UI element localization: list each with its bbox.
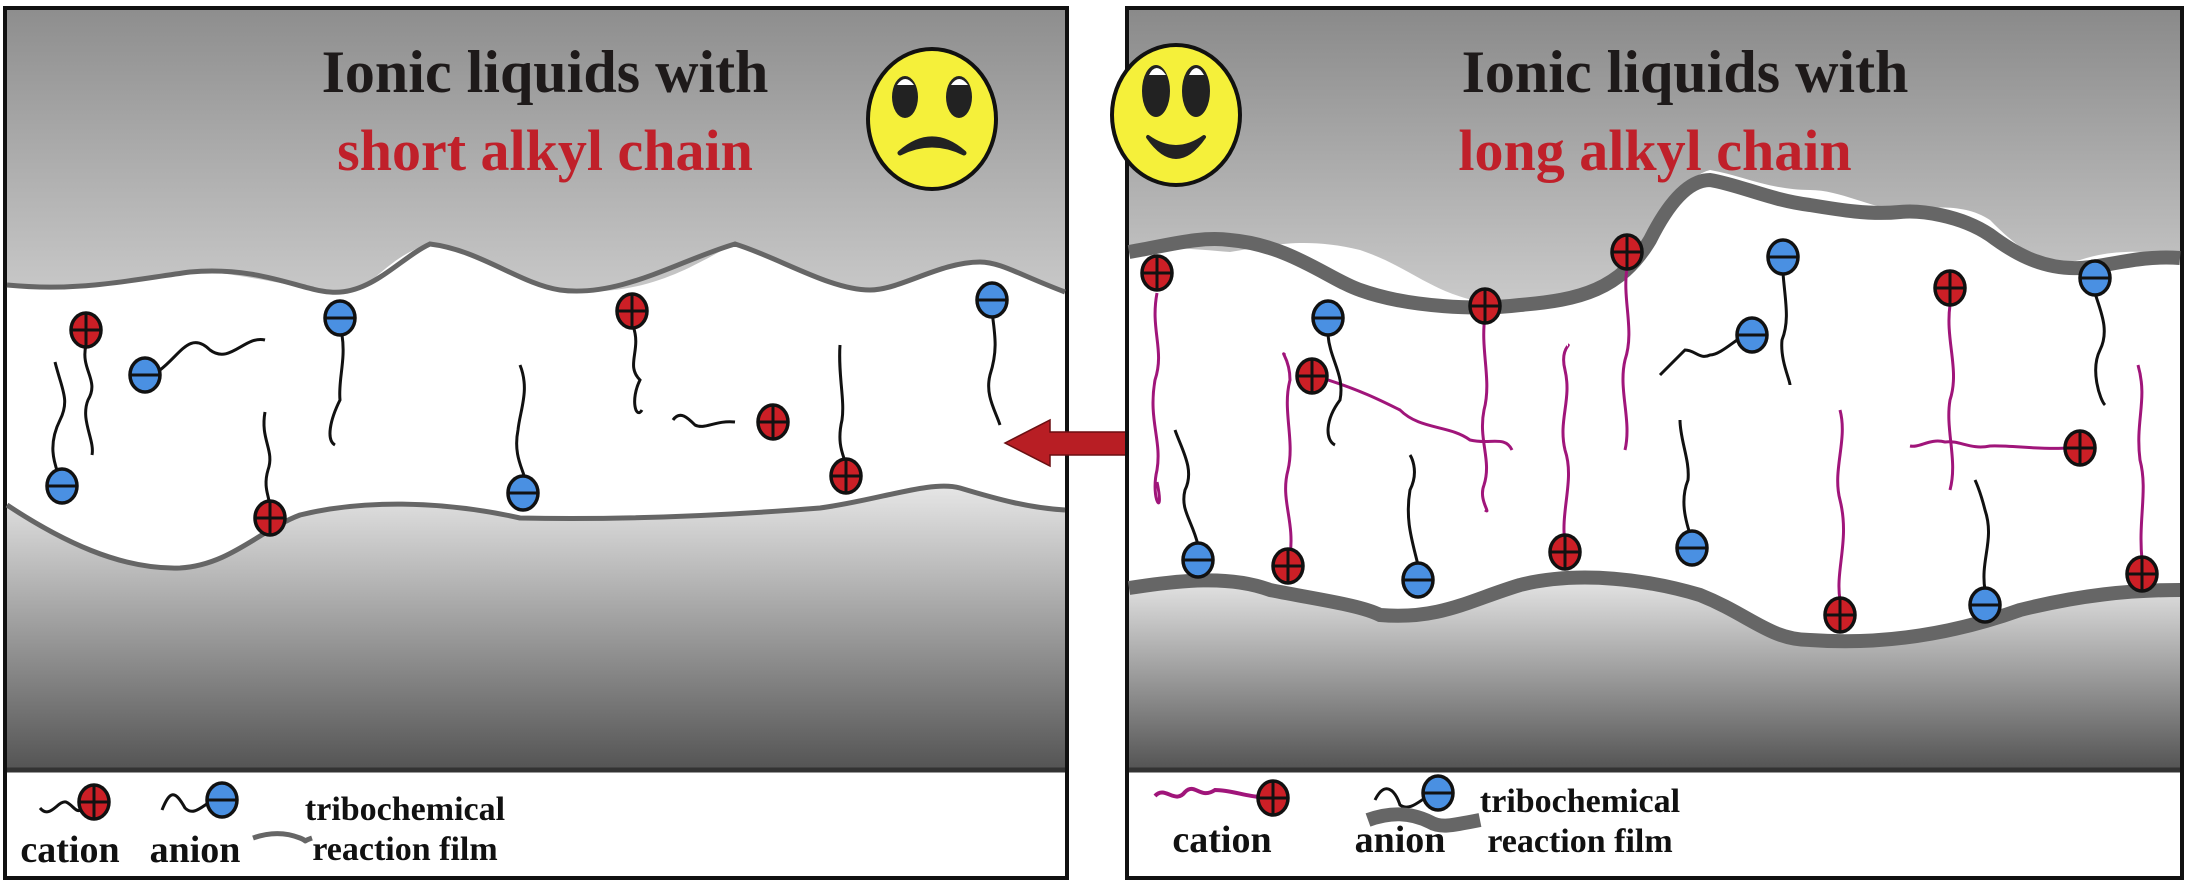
cation-molecule <box>69 311 103 456</box>
legend-anion-icon <box>1373 774 1455 812</box>
legend-film-label-line1: tribochemical <box>305 791 505 828</box>
right-bottom-film <box>1127 570 2181 649</box>
right-title-line2: long alkyl chain <box>1458 118 1851 183</box>
legend-cation-icon <box>38 783 111 821</box>
legend-cation-label: cation <box>20 829 119 871</box>
anion-molecule <box>506 364 540 512</box>
legend-film-label-line1: tribochemical <box>1480 783 1680 820</box>
cation-molecule <box>1909 429 2097 467</box>
cation-molecule <box>1610 233 1644 451</box>
cation-molecule <box>1933 269 1967 491</box>
legend-anion-label: anion <box>150 829 241 871</box>
left-bottom-film <box>5 483 1066 571</box>
cation-molecule <box>1548 343 1582 571</box>
legend-film-icon <box>1365 807 1482 833</box>
happy-face-icon <box>1110 43 1242 187</box>
right-title-line1: Ionic liquids with <box>1462 39 1909 105</box>
legend-film-icon <box>252 831 313 844</box>
cation-molecule <box>1295 357 1514 451</box>
anion-molecule <box>1968 479 2002 624</box>
cation-molecule <box>253 411 287 537</box>
anion-molecule <box>45 467 79 505</box>
anion-molecule <box>1401 454 1435 599</box>
cation-molecule <box>671 403 790 441</box>
legend-film-label-line2: reaction film <box>312 831 497 868</box>
legend-anion-icon <box>160 781 239 819</box>
cation-molecule <box>1140 254 1174 505</box>
legend-cation-label: cation <box>1172 819 1271 861</box>
cation-molecule <box>1823 409 1857 634</box>
left-legend: cation anion tribochemical reaction film <box>20 781 505 871</box>
anion-molecule <box>1173 429 1215 579</box>
right-bottom-surface <box>1129 577 2180 768</box>
cation-molecule <box>615 292 649 414</box>
anion-molecule <box>128 338 266 394</box>
right-molecules <box>1140 233 2159 634</box>
anion-molecule <box>1766 238 1800 386</box>
cation-molecule <box>1271 352 1305 585</box>
cation-molecule <box>2125 364 2159 593</box>
anion-molecule <box>1675 419 1709 567</box>
left-molecules <box>45 281 1009 537</box>
sad-face-icon <box>866 47 998 191</box>
right-panel: Ionic liquids with long alkyl chain <box>1110 6 2184 880</box>
right-top-surface <box>1129 10 2180 305</box>
left-title-line2: short alkyl chain <box>337 118 753 183</box>
legend-film-label-line2: reaction film <box>1487 823 1672 860</box>
anion-molecule <box>1311 299 1345 447</box>
cation-molecule <box>829 344 863 495</box>
anion-molecule <box>1658 316 1769 377</box>
anion-molecule <box>975 281 1009 426</box>
right-legend: cation anion tribochemical reaction film <box>1153 774 1680 861</box>
anion-molecule <box>323 299 357 447</box>
right-top-film <box>1127 172 2181 315</box>
left-top-film <box>6 241 1066 295</box>
left-panel: Ionic liquids with short alkyl chain <box>3 6 1069 880</box>
anion-molecule <box>2078 259 2112 407</box>
legend-long-cation-icon <box>1153 779 1290 817</box>
left-top-surface <box>7 10 1065 294</box>
cation-molecule <box>1468 287 1502 513</box>
left-title-line1: Ionic liquids with <box>322 39 769 105</box>
left-bottom-surface <box>7 486 1065 768</box>
